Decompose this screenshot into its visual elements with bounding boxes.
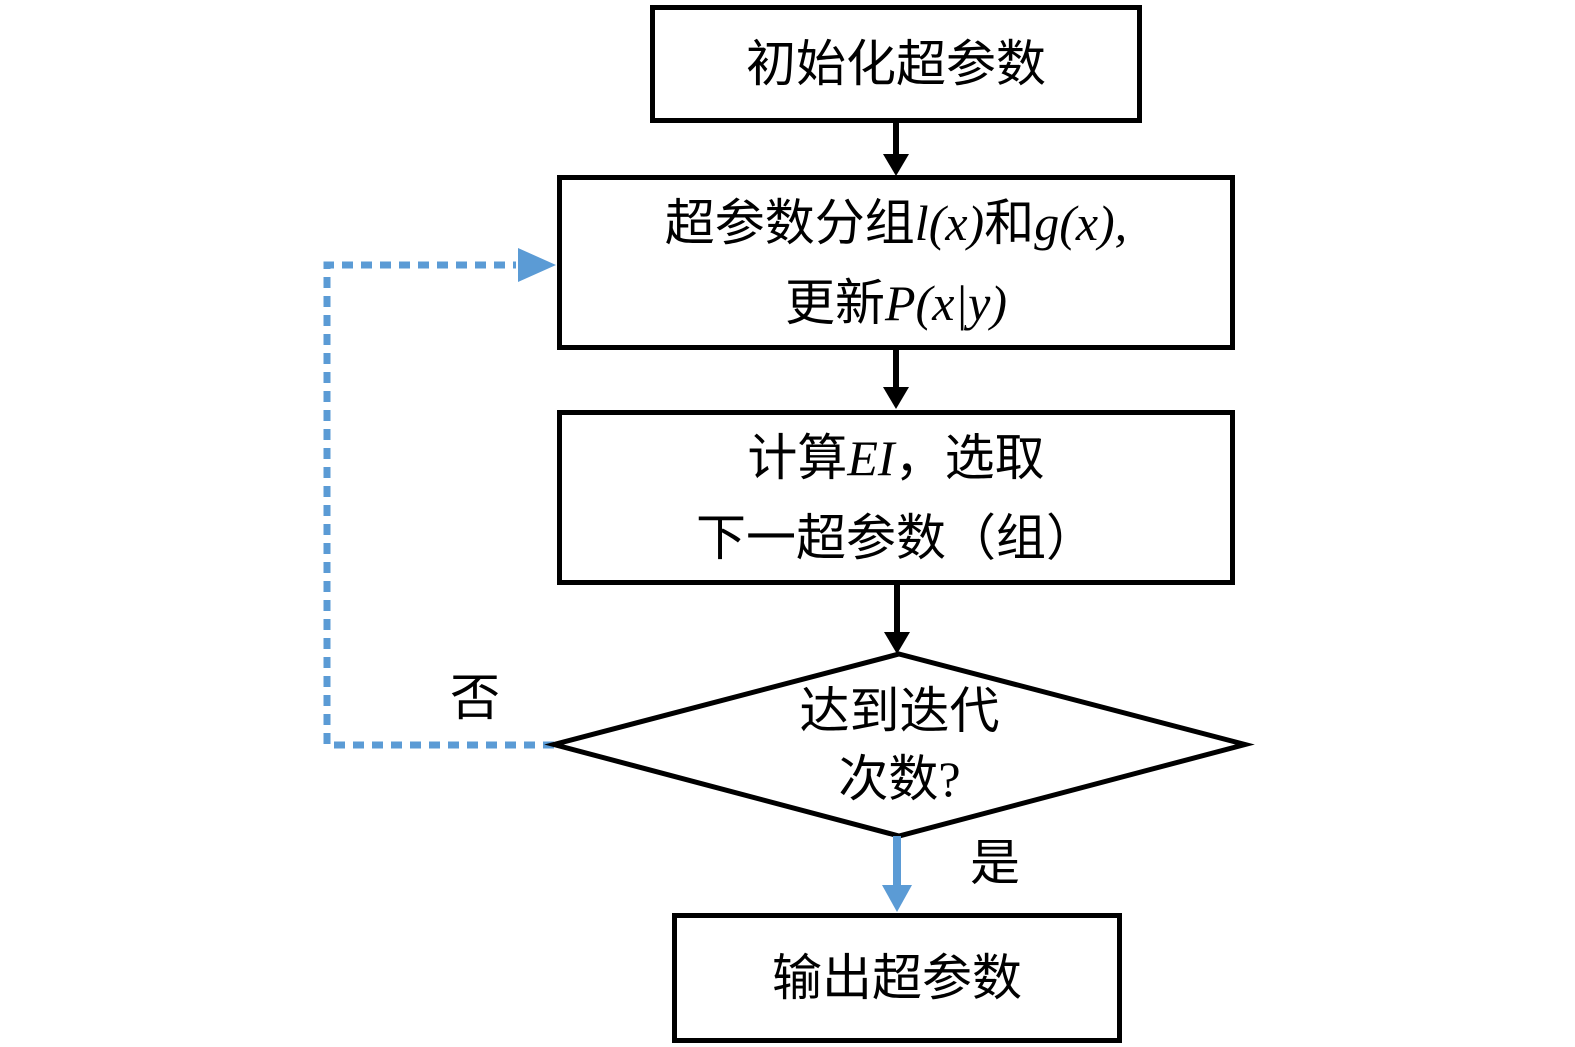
node-group-hyperparameters-update: 超参数分组l(x)和g(x), 更新P(x|y) [557,175,1235,350]
arrow-head-icon [883,154,909,176]
node-label-line1: 超参数分组l(x)和g(x), [665,183,1127,263]
decision-label-line1: 达到迭代 [799,683,1000,739]
text-segment: ，选取 [894,429,1045,486]
node-decision-iteration-reached: 达到迭代 次数? [554,654,1245,836]
edge-label-yes: 是 [970,835,1020,891]
edge-label-no: 否 [450,670,500,726]
node-label: 输出超参数 [772,950,1022,1006]
decision-label-line2: 次数? [838,751,961,807]
math-p-of-x-given-y: P(x|y) [885,274,1007,331]
text-segment: 更新 [785,274,885,331]
arrow-head-icon [882,885,912,912]
arrow-head-icon [883,387,909,409]
arrow-group-to-ei [883,349,909,409]
arrow-init-to-group [883,122,909,176]
node-compute-ei-select-next: 计算EI，选取 下一超参数（组） [557,410,1235,585]
text-segment: 和 [984,194,1035,251]
text-segment: 计算 [747,429,848,486]
node-label-line2: 下一超参数（组） [696,509,1096,566]
edge-no-loop [323,248,556,749]
node-output-hyperparameters: 输出超参数 [672,913,1122,1043]
math-l-of-x: l(x) [914,194,985,251]
node-initialize-hyperparameters: 初始化超参数 [650,5,1142,123]
arrow-ei-to-decision [884,584,910,654]
text-segment: 超参数分组 [664,194,915,251]
node-label-line1: 计算EI，选取 [747,418,1044,498]
edge-no-dashed-line [323,261,554,749]
math-ei: EI [847,429,895,486]
arrow-yes-decision-to-output [882,836,912,912]
node-label: 初始化超参数 [746,36,1046,92]
math-g-of-x: g(x), [1034,194,1128,251]
node-label-line2: 更新P(x|y) [785,263,1007,343]
edge-no-arrowhead-icon [518,248,556,282]
arrow-head-icon [884,632,910,654]
